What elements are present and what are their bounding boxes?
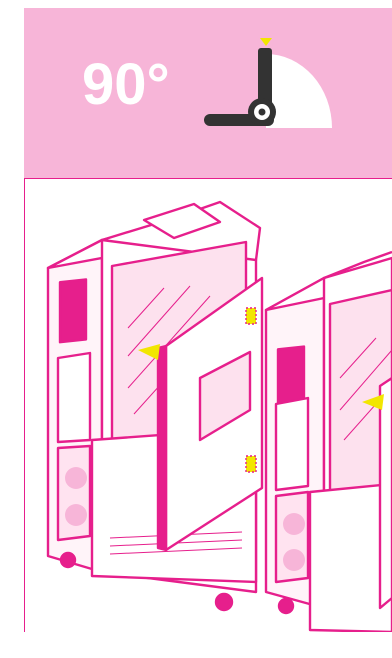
door-hinge-icon xyxy=(196,34,336,138)
angle-label: 90° xyxy=(82,56,170,114)
test-chamber-illustration xyxy=(24,178,392,632)
